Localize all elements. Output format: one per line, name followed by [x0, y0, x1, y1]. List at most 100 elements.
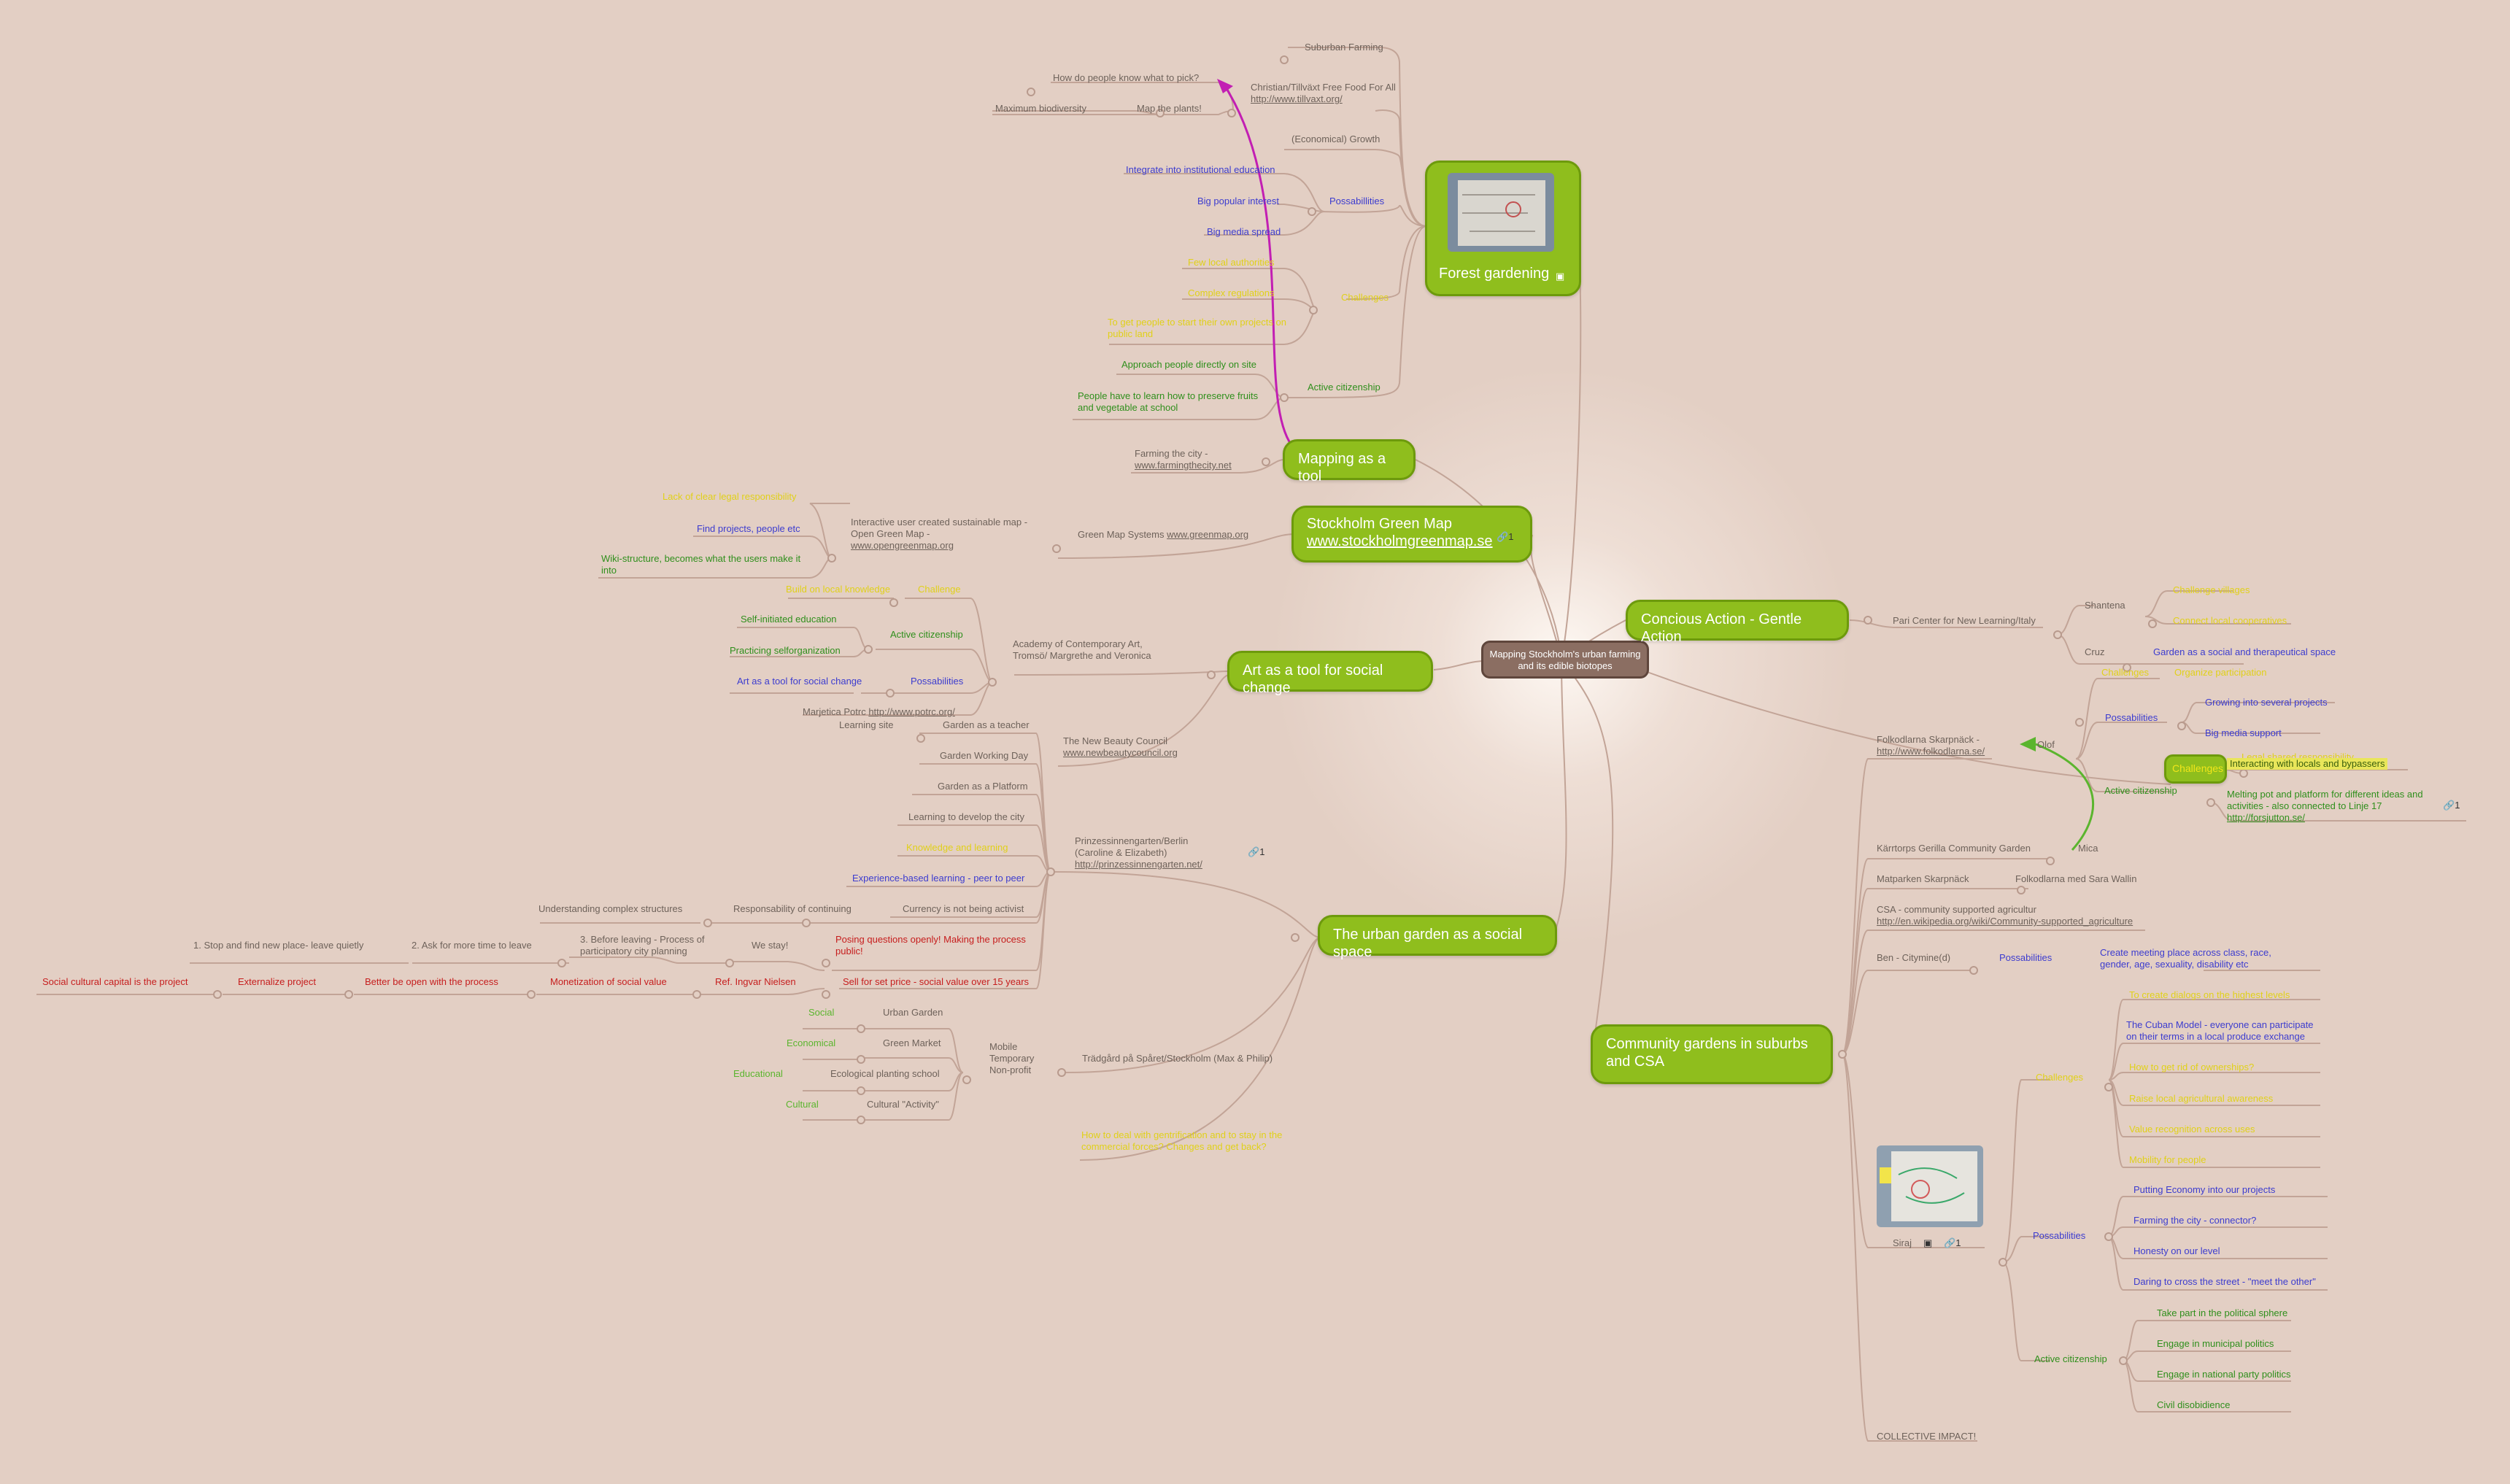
node-sp1[interactable]: Putting Economy into our projects [2134, 1184, 2276, 1195]
node-olof-p1[interactable]: Growing into several projects [2205, 697, 2328, 708]
topic-art-social-change[interactable]: Art as a tool for social change [1227, 651, 1433, 696]
node-we-stay[interactable]: We stay! [752, 940, 789, 951]
node-art-po1[interactable]: Art as a tool for social change [737, 676, 862, 687]
node-siraj-possab[interactable]: Possabilities [2033, 1230, 2086, 1241]
node-sa3[interactable]: Engage in national party politics [2157, 1369, 2291, 1380]
node-learning-site[interactable]: Learning site [839, 719, 894, 730]
node-knowledge[interactable]: Knowledge and learning [906, 842, 1008, 853]
node-before-leaving[interactable]: 3. Before leaving - Process of participa… [580, 934, 705, 957]
node-sc6[interactable]: Mobility for people [2129, 1154, 2206, 1165]
node-art-challenge[interactable]: Challenge [918, 584, 961, 595]
node-karrtorps[interactable]: Kärrtorps Gerilla Community Garden [1877, 843, 2031, 854]
node-marjetica[interactable]: Marjetica Potrc http://www.potrc.org/ [803, 706, 955, 717]
node-forest-active[interactable]: Active citizenship [1308, 382, 1380, 393]
node-forest-a1[interactable]: Approach people directly on site [1121, 359, 1257, 370]
node-olof-challenges[interactable]: Challenges [2101, 667, 2150, 678]
topic-stockholm-green-map[interactable]: Stockholm Green Map www.stockholmgreenma… [1291, 506, 1532, 563]
node-monetization[interactable]: Monetization of social value [550, 976, 667, 987]
node-green-y1[interactable]: Lack of clear legal responsibility [663, 491, 797, 502]
node-green-map-systems[interactable]: Green Map Systems www.greenmap.org [1078, 529, 1249, 540]
node-art-possab[interactable]: Possabilities [911, 676, 964, 687]
topic-green-map-link[interactable]: www.stockholmgreenmap.se [1307, 533, 1493, 549]
node-how-deal[interactable]: How to deal with gentrification and to s… [1081, 1129, 1283, 1152]
node-shantena-s1[interactable]: Challenge villages [2173, 584, 2250, 595]
node-forest-possab[interactable]: Possabillities [1329, 196, 1385, 206]
node-olof-p2[interactable]: Big media support [2205, 727, 2282, 738]
node-pari[interactable]: Pari Center for New Learning/Italy [1893, 615, 2036, 626]
node-challenges-box[interactable]: Challenges [2164, 754, 2227, 784]
topic-community-gardens[interactable]: Community gardens in suburbs and CSA [1591, 1024, 1833, 1084]
node-olof[interactable]: Olof [2037, 739, 2055, 750]
node-shantena[interactable]: Shantena [2085, 600, 2125, 611]
node-ben-p1[interactable]: Create meeting place across class, race,… [2100, 947, 2271, 970]
node-green-market[interactable]: Green Market [883, 1037, 941, 1048]
node-how-pick[interactable]: How do people know what to pick? [1053, 72, 1200, 83]
node-shantena-s2[interactable]: Connect local cooperatives [2173, 615, 2287, 626]
node-forest-challenges[interactable]: Challenges [1341, 292, 1389, 303]
node-siraj[interactable]: Siraj [1893, 1237, 1912, 1248]
node-ingvar[interactable]: Ref. Ingvar Nielsen [715, 976, 796, 987]
node-sc1[interactable]: To create dialogs on the highest levels [2129, 989, 2290, 1000]
node-collective[interactable]: COLLECTIVE IMPACT! [1877, 1431, 1977, 1442]
node-cb2[interactable]: Interacting with locals and bypassers [2227, 758, 2388, 770]
link-icon[interactable]: 🔗1 [1497, 531, 1514, 542]
node-currency[interactable]: Currency is not being activist [903, 903, 1024, 914]
image-icon[interactable]: ▣ [1556, 271, 1565, 282]
node-cultural-activity[interactable]: Cultural "Activity" [867, 1099, 939, 1110]
siraj-link-icon[interactable]: 🔗1 [1944, 1237, 1961, 1248]
node-forest-c3[interactable]: To get people to start their own project… [1108, 317, 1286, 339]
node-responsibility[interactable]: Responsability of continuing [733, 903, 852, 914]
node-cultural[interactable]: Cultural [786, 1099, 819, 1110]
node-art-ch1[interactable]: Build on local knowledge [786, 584, 891, 595]
node-platform[interactable]: Garden as a Platform [938, 781, 1028, 792]
node-sp3[interactable]: Honesty on our level [2134, 1245, 2220, 1256]
node-stop-find[interactable]: 1. Stop and find new place- leave quietl… [193, 940, 364, 951]
node-forest-c1[interactable]: Few local authorities [1188, 257, 1275, 268]
node-green-g1[interactable]: Wiki-structure, becomes what the users m… [601, 553, 801, 576]
node-suburban[interactable]: Suburban Farming [1305, 42, 1383, 53]
node-ben-possab[interactable]: Possabilities [1999, 952, 2053, 963]
topic-mapping-as-tool[interactable]: Mapping as a tool [1283, 439, 1416, 484]
prinz-link-icon[interactable]: 🔗1 [1248, 846, 1265, 857]
node-urban-garden[interactable]: Urban Garden [883, 1007, 943, 1018]
node-max-bio[interactable]: Maximum biodiversity [995, 103, 1086, 114]
node-folk-sara[interactable]: Folkodlarna med Sara Wallin [2015, 873, 2137, 884]
node-map-plants[interactable]: Map the plants! [1137, 103, 1202, 114]
node-ask-time[interactable]: 2. Ask for more time to leave [412, 940, 532, 951]
node-community-active[interactable]: Active citizenship [2104, 785, 2177, 796]
node-art-ac1[interactable]: Self-initiated education [741, 614, 837, 625]
node-christian[interactable]: Christian/Tillväxt Free Food For All htt… [1251, 82, 1396, 104]
topic-concious-action[interactable]: Concious Action - Gentle Action [1626, 600, 1849, 645]
node-mica[interactable]: Mica [2078, 843, 2098, 854]
node-sa4[interactable]: Civil disobidience [2157, 1399, 2231, 1410]
node-forest-a2[interactable]: People have to learn how to preserve fru… [1078, 390, 1259, 413]
node-experience[interactable]: Experience-based learning - peer to peer [852, 873, 1025, 884]
node-art-ac2[interactable]: Practicing selforganization [730, 645, 841, 656]
node-siraj-challenges[interactable]: Challenges [2036, 1072, 2084, 1083]
node-sell[interactable]: Sell for set price - social value over 1… [843, 976, 1030, 987]
node-prinzessinnengarten[interactable]: Prinzessinnengarten/Berlin (Caroline & E… [1075, 835, 1202, 870]
siraj-image-icon[interactable]: ▣ [1923, 1237, 1933, 1248]
node-sc3[interactable]: How to get rid of ownerships? [2129, 1062, 2255, 1073]
node-externalize[interactable]: Externalize project [238, 976, 316, 987]
node-econ[interactable]: (Economical) Growth [1291, 134, 1380, 144]
topic-urban-garden[interactable]: The urban garden as a social space [1318, 915, 1557, 960]
node-mobile[interactable]: Mobile Temporary Non-profit [989, 1041, 1035, 1075]
node-cruz[interactable]: Cruz [2085, 646, 2105, 657]
central-topic[interactable]: Mapping Stockholm's urban farming and it… [1481, 641, 1649, 679]
node-economical[interactable]: Economical [787, 1037, 836, 1048]
node-forest-p2[interactable]: Big popular interest [1197, 196, 1280, 206]
node-sp2[interactable]: Farming the city - connector? [2134, 1215, 2257, 1226]
node-educational[interactable]: Educational [733, 1068, 783, 1079]
node-sc4[interactable]: Raise local agricultural awareness [2129, 1093, 2274, 1104]
node-community-a1[interactable]: Melting pot and platform for different i… [2227, 789, 2423, 823]
topic-forest-gardening[interactable]: Forest gardening ▣ [1425, 161, 1581, 296]
node-green-b1[interactable]: Find projects, people etc [697, 523, 800, 534]
node-forest-p1[interactable]: Integrate into institutional education [1126, 164, 1275, 175]
node-olof-possab[interactable]: Possabilities [2105, 712, 2158, 723]
node-olof-ch1[interactable]: Organize participation [2174, 667, 2267, 678]
node-tradgard[interactable]: Trädgård på Spåret/Stockholm (Max & Phil… [1082, 1053, 1273, 1064]
node-social-capital[interactable]: Social cultural capital is the project [42, 976, 188, 987]
